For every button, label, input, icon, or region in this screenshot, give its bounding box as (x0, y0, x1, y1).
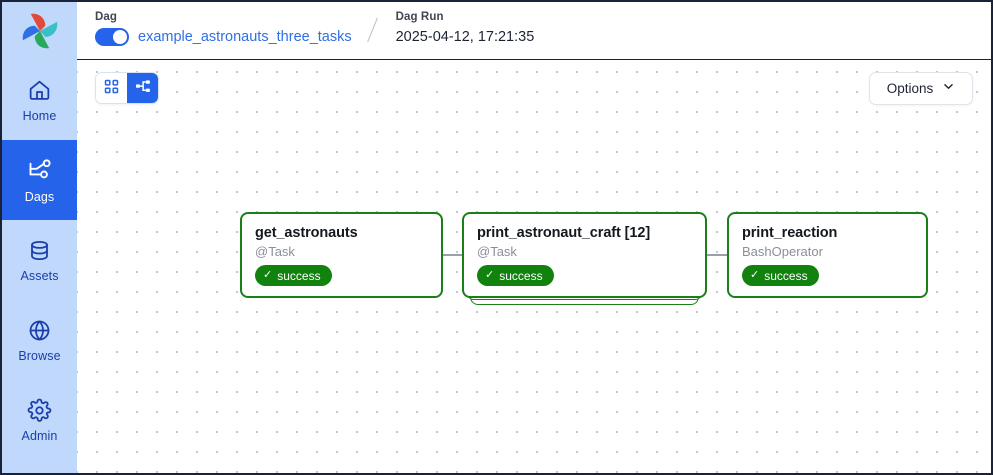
sidebar-item-home[interactable]: Home (2, 60, 77, 140)
sidebar: Home Dags (2, 2, 77, 473)
sidebar-nav: Home Dags (2, 60, 77, 460)
sidebar-item-label: Dags (24, 189, 55, 204)
grid-view-icon (104, 79, 119, 97)
status-badge: ✓ success (477, 265, 554, 286)
dag-label: Dag (95, 11, 118, 23)
graph-view-button[interactable] (127, 73, 158, 103)
main-content: Dag example_astronauts_three_tasks Dag R… (77, 2, 991, 473)
airflow-pinwheel-logo (22, 13, 57, 49)
sidebar-item-assets[interactable]: Assets (2, 220, 77, 300)
dag-pause-toggle[interactable] (95, 28, 129, 46)
task-node-title: print_astronaut_craft [12] (477, 225, 651, 241)
graph-toolbar: Options (77, 66, 991, 110)
task-node-print-astronaut-craft[interactable]: print_astronaut_craft [12] @Task ✓ succe… (462, 212, 707, 298)
task-node-print-reaction[interactable]: print_reaction BashOperator ✓ success (727, 212, 928, 298)
graph-edge (707, 254, 727, 256)
sidebar-item-label: Admin (21, 428, 58, 443)
task-node-title: get_astronauts (255, 225, 358, 241)
dag-run-label: Dag Run (395, 11, 444, 23)
sidebar-item-admin[interactable]: Admin (2, 380, 77, 460)
globe-icon (27, 318, 52, 343)
status-badge-label: success (499, 268, 543, 283)
check-icon: ✓ (750, 269, 760, 281)
sidebar-item-label: Browse (18, 348, 61, 363)
dag-icon (26, 157, 53, 184)
graph-canvas[interactable]: Options get_astronauts @Task (77, 60, 991, 473)
status-badge-label: success (277, 268, 321, 283)
sidebar-item-browse[interactable]: Browse (2, 300, 77, 380)
task-node-title: print_reaction (742, 225, 838, 241)
assets-icon (27, 238, 52, 263)
sidebar-item-dags[interactable]: Dags (2, 140, 77, 220)
sidebar-item-label: Assets (20, 268, 59, 283)
options-button[interactable]: Options (869, 71, 973, 105)
sidebar-item-label: Home (22, 108, 57, 123)
dag-header: Dag example_astronauts_three_tasks Dag R… (77, 2, 991, 60)
options-label: Options (886, 80, 934, 96)
breadcrumb-separator (352, 11, 396, 51)
task-node-get-astronauts[interactable]: get_astronauts @Task ✓ success (240, 212, 443, 298)
task-node-operator: BashOperator (742, 244, 823, 259)
status-badge: ✓ success (255, 265, 332, 286)
graph-view-icon (135, 79, 151, 98)
chevron-down-icon (942, 80, 955, 96)
gear-icon (27, 398, 52, 423)
status-badge-label: success (764, 268, 808, 283)
check-icon: ✓ (263, 269, 273, 281)
graph-edge (443, 254, 462, 256)
dag-meta: Dag example_astronauts_three_tasks (95, 11, 352, 48)
dag-run-timestamp: 2025-04-12, 17:21:35 (395, 29, 535, 45)
check-icon: ✓ (485, 269, 495, 281)
task-node-operator: @Task (255, 244, 295, 259)
dag-name-link[interactable]: example_astronauts_three_tasks (138, 29, 352, 45)
status-badge: ✓ success (742, 265, 819, 286)
grid-view-button[interactable] (96, 73, 127, 103)
task-node-operator: @Task (477, 244, 517, 259)
dag-graph: get_astronauts @Task ✓ success print_ast… (77, 60, 991, 473)
app-logo[interactable] (2, 2, 77, 60)
dag-run-meta: Dag Run 2025-04-12, 17:21:35 (396, 11, 535, 48)
view-switcher (95, 72, 159, 104)
home-icon (27, 78, 52, 103)
